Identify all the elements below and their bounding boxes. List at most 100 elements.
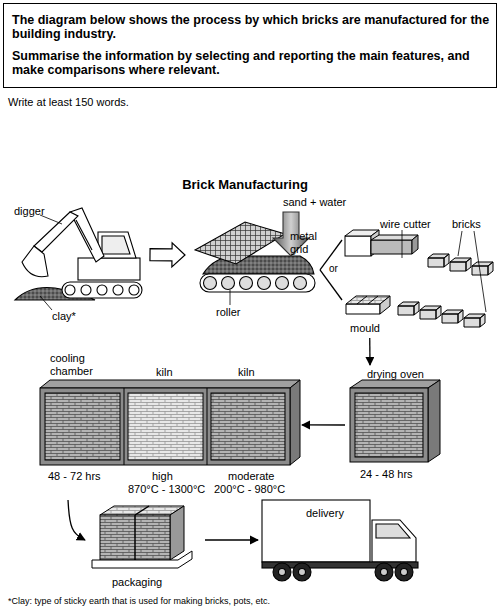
input-label: sand + water	[283, 196, 346, 209]
part-label: wire cutter	[380, 218, 431, 231]
part-label: bricks	[452, 218, 481, 231]
brick	[420, 306, 441, 319]
wheel-hub	[401, 569, 408, 576]
stage-label: kiln	[156, 366, 173, 379]
part-label: clay*	[52, 310, 76, 323]
stage-label: packaging	[112, 576, 162, 589]
stage-label: kiln	[238, 366, 255, 379]
diagram-title: Brick Manufacturing	[0, 178, 490, 193]
flow-arrow	[320, 270, 342, 300]
chamber-divider	[207, 388, 208, 465]
heat-level: high	[152, 470, 173, 483]
flow-arrow	[302, 424, 345, 425]
packaging-stage: packaging	[85, 505, 205, 595]
roller-wheel	[240, 277, 253, 290]
digger-stage: diggerclay*	[10, 200, 150, 330]
truck-cab	[372, 520, 416, 562]
truck-wheel	[273, 563, 291, 581]
digger-bucket	[22, 246, 48, 277]
roller-wheel	[222, 277, 235, 290]
kiln-side	[290, 380, 300, 465]
track-wheel	[129, 285, 139, 295]
digger-illustration	[15, 208, 142, 310]
drying-oven-illustration	[350, 380, 440, 462]
roller-wheel	[258, 277, 271, 290]
truck-wheel	[293, 563, 311, 581]
wire-cutter-illustration	[345, 230, 493, 312]
flow-arrow	[320, 240, 342, 270]
part-label: metal grid	[290, 230, 322, 255]
truck-wheel	[375, 563, 393, 581]
part-label: mould	[350, 322, 380, 335]
duration-label: 48 - 72 hrs	[48, 470, 101, 483]
brick	[442, 310, 463, 323]
instruction-note: Write at least 150 words.	[8, 96, 129, 109]
oven-side	[428, 380, 440, 462]
wheel-hub	[299, 569, 306, 576]
conveyor-stage: metal grid roller	[185, 220, 320, 325]
part-label: roller	[216, 306, 240, 319]
drying-oven: drying oven 24 - 48 hrs	[345, 365, 445, 485]
track-wheel	[97, 285, 107, 295]
flow-arrow	[205, 539, 258, 540]
wheel-hub	[381, 569, 388, 576]
option-label: or	[329, 263, 338, 275]
strap	[135, 506, 149, 515]
wheel-hub	[279, 569, 286, 576]
leader-line	[474, 231, 486, 312]
kiln-chamber: kiln high870°C - 1300°C	[125, 352, 207, 500]
mould-side	[380, 296, 390, 314]
temperature-range: 200°C - 980°C	[214, 483, 285, 496]
track-wheel	[113, 285, 123, 295]
stage-label: drying oven	[367, 368, 424, 381]
strap	[134, 515, 135, 560]
delivery-truck: delivery	[258, 495, 425, 585]
clay-column	[371, 240, 412, 254]
pallet	[92, 551, 192, 568]
packaging-illustration	[92, 506, 192, 568]
oven-front	[350, 388, 428, 462]
track-wheel	[81, 285, 91, 295]
brick	[398, 302, 419, 315]
truck-wheel	[395, 563, 413, 581]
conveyor-belt	[200, 274, 315, 292]
stack-front	[100, 515, 170, 560]
roller-wheel	[276, 277, 289, 290]
brick	[464, 314, 485, 327]
kiln-chamber: kilnmoderate200°C - 980°C	[207, 352, 302, 500]
duration-label: 24 - 48 hrs	[360, 468, 413, 481]
flow-arrow	[68, 500, 85, 540]
cab-window	[102, 236, 130, 254]
metal-grid	[195, 222, 285, 264]
track-wheel	[65, 285, 75, 295]
mould-divider	[357, 296, 378, 304]
conveyor-illustration	[195, 212, 315, 305]
truck-illustration	[262, 500, 418, 581]
stage-label: cooling chamber	[50, 352, 112, 377]
task-box: The diagram below shows the process by w…	[3, 3, 497, 88]
oven-top	[350, 380, 440, 388]
kiln-front	[40, 388, 290, 465]
mould-stage: mould	[342, 283, 488, 338]
roller-wheel	[204, 277, 217, 290]
stage-label: delivery	[306, 507, 344, 520]
brick	[472, 262, 493, 275]
high-kiln-bricks	[128, 393, 203, 460]
leader-line	[40, 296, 52, 310]
cab-window	[376, 524, 410, 538]
digger-arm	[34, 212, 78, 252]
mould-front	[346, 304, 380, 314]
temperature-range: 870°C - 1300°C	[128, 483, 205, 496]
task-text: Summarise the information by selecting a…	[12, 49, 490, 78]
cooling-chamber: cooling chamber 48 - 72 hrs	[38, 352, 125, 500]
clay-column-end	[412, 235, 418, 254]
leader-line	[458, 231, 462, 256]
brick	[450, 258, 471, 271]
roller-wheel	[294, 277, 307, 290]
kiln-illustration	[40, 380, 300, 465]
extruder-front	[345, 236, 371, 256]
task-text: The diagram below shows the process by w…	[12, 13, 490, 42]
